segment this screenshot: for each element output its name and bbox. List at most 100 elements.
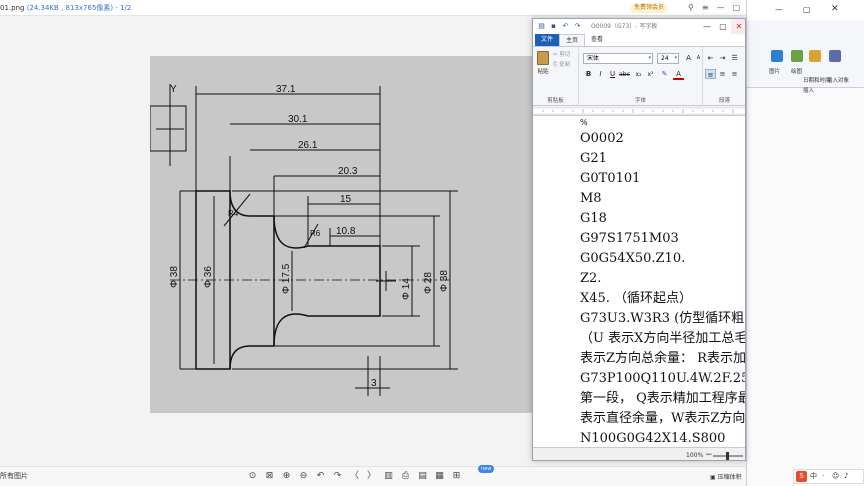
vip-button[interactable]: 免费领会员 xyxy=(630,3,669,13)
close-icon[interactable]: ✕ xyxy=(831,4,839,14)
tab-view[interactable]: 查看 xyxy=(591,36,604,43)
ime-language[interactable]: 中 xyxy=(810,472,817,480)
cut-button[interactable]: ✂ 剪切 xyxy=(553,52,571,58)
bullet-list-icon[interactable]: ☰ xyxy=(731,54,738,62)
ruler[interactable] xyxy=(533,106,745,116)
clipboard-group: 粘贴 ✂ 剪切 ⎘ 复制 剪贴板 xyxy=(533,47,579,106)
axis-y-label: Y xyxy=(170,84,177,95)
print-icon[interactable]: ⎙ xyxy=(401,471,410,481)
rotate-left-icon[interactable]: ↶ xyxy=(316,471,325,481)
ime-mic-icon[interactable]: ♪ xyxy=(844,472,849,480)
strikethrough-icon[interactable]: abc xyxy=(619,71,630,78)
font-name-value: 宋体 xyxy=(587,55,600,62)
rotate-right-icon[interactable]: ↷ xyxy=(333,471,342,481)
undo-icon[interactable]: ↶ xyxy=(562,22,569,30)
dim-30-1: 30.1 xyxy=(288,114,308,125)
minimize-icon[interactable]: — xyxy=(775,5,783,14)
picture-label: 图片 xyxy=(769,69,781,75)
diam-38-left: Φ 38 xyxy=(169,266,180,288)
tab-home[interactable]: 主页 xyxy=(559,34,586,46)
picture-icon[interactable] xyxy=(771,50,783,62)
cut-label: 剪切 xyxy=(559,52,571,58)
pin-icon[interactable]: ⚲ xyxy=(688,3,694,12)
decrease-indent-icon[interactable]: ⇤ xyxy=(707,54,714,62)
ruler-scale xyxy=(533,107,745,115)
paint-drawing-icon[interactable] xyxy=(791,50,803,62)
next-icon[interactable]: 〉 xyxy=(366,471,376,481)
underline-icon[interactable]: U xyxy=(609,70,616,78)
superscript-icon[interactable]: x² xyxy=(647,71,654,78)
zoom-out-icon[interactable]: ⊖ xyxy=(299,471,308,481)
save-icon[interactable]: ▪ xyxy=(551,22,556,30)
zoom-level: 100% xyxy=(686,452,704,459)
ime-toolbar[interactable]: S 中 · ☺ ♪ xyxy=(793,469,864,484)
dim-3: 3 xyxy=(371,378,377,389)
dim-26-1: 26.1 xyxy=(298,140,318,151)
maximize-icon[interactable]: ▢ xyxy=(732,3,741,12)
more-tools-icon[interactable]: ⊞ xyxy=(452,471,461,481)
font-color-icon[interactable]: A xyxy=(673,69,684,80)
insert-object-icon[interactable] xyxy=(829,50,841,62)
edit-icon[interactable]: ▤ xyxy=(418,471,427,481)
grow-font-icon[interactable]: A xyxy=(686,54,691,62)
viewer-tool-buttons: ⊙ ⊠ ⊕ ⊖ ↶ ↷ 〈 〉 ▥ ⎙ ▤ ▦ ⊞ xyxy=(246,469,463,483)
delete-icon[interactable]: ▥ xyxy=(384,471,393,481)
align-right-icon[interactable]: ≡ xyxy=(731,70,738,78)
document-line: O0002 xyxy=(580,131,624,146)
copy-label: 复制 xyxy=(559,62,571,68)
fit-screen-icon[interactable]: ⊠ xyxy=(265,471,274,481)
document-line: Z2. xyxy=(580,271,602,286)
cad-drawing: 37.1 30.1 26.1 20.3 15 10.8 3 Y R4 R6 Φ … xyxy=(150,84,458,396)
viewer-titlebar: 01.png (24.34KB , 813x765像素) - 1/2 免费领会员… xyxy=(0,0,864,16)
font-size-select[interactable]: 24 ▾ xyxy=(657,53,679,64)
paste-label: 粘贴 xyxy=(537,69,549,75)
paste-button[interactable]: 粘贴 xyxy=(535,51,551,83)
zoom-in-icon[interactable]: ⊕ xyxy=(282,471,291,481)
subscript-icon[interactable]: x₂ xyxy=(635,71,642,78)
maximize-icon[interactable]: ▢ xyxy=(719,22,727,31)
shrink-font-icon[interactable]: A xyxy=(696,55,701,61)
compress-icon: ▣ xyxy=(710,474,718,481)
crop-icon[interactable]: ▦ xyxy=(435,471,444,481)
ime-emoji-icon[interactable]: ☺ xyxy=(832,472,840,480)
rotate-view-icon[interactable]: ⊙ xyxy=(248,471,257,481)
compress-button[interactable]: ▣ 压缩体积 xyxy=(710,472,742,481)
font-name-select[interactable]: 宋体▾ xyxy=(583,53,653,64)
bold-icon[interactable]: B xyxy=(585,70,592,78)
close-icon[interactable]: ✕ xyxy=(731,19,745,34)
align-left-icon[interactable]: ≡ xyxy=(705,69,716,79)
file-name: 01.png xyxy=(0,4,25,12)
wordpad-app-icon[interactable]: ▤ xyxy=(538,22,545,30)
chevron-down-icon: ▾ xyxy=(674,55,677,61)
datetime-icon[interactable] xyxy=(809,50,821,62)
highlight-icon[interactable]: ✎ xyxy=(661,70,668,78)
ime-logo-icon: S xyxy=(796,471,807,482)
copy-button[interactable]: ⎘ 复制 xyxy=(553,62,571,68)
dim-15: 15 xyxy=(340,194,352,205)
minimize-icon[interactable]: — xyxy=(703,22,711,31)
minimize-icon[interactable]: — xyxy=(716,3,725,12)
menu-icon[interactable]: ≡ xyxy=(701,3,709,12)
zoom-slider-thumb[interactable] xyxy=(726,452,729,460)
background-titlebar: — ▢ ✕ xyxy=(747,0,864,20)
viewer-title: 01.png (24.34KB , 813x765像素) - 1/2 xyxy=(0,0,131,16)
zoom-slider[interactable] xyxy=(713,452,743,460)
italic-icon[interactable]: I xyxy=(599,70,602,78)
maximize-icon[interactable]: ▢ xyxy=(803,5,811,14)
previous-icon[interactable]: 〈 xyxy=(349,471,359,481)
font-size-value: 24 xyxy=(661,55,669,62)
zoom-out-button[interactable]: − xyxy=(705,450,713,460)
all-images-button[interactable]: 所有图片 xyxy=(0,472,28,480)
ime-punctuation-icon[interactable]: · xyxy=(822,472,825,480)
wordpad-titlebar: ▤ ▪ ↶ ↷ O0009（G73）- 写字板 — ▢ ✕ xyxy=(533,19,745,34)
increase-indent-icon[interactable]: ⇥ xyxy=(719,54,726,62)
document-line: X45. （循环起点） xyxy=(580,291,693,306)
insert-group-label: 插入 xyxy=(803,88,815,94)
redo-icon[interactable]: ↷ xyxy=(574,22,581,30)
align-center-icon[interactable]: ≡ xyxy=(719,70,726,78)
image-canvas[interactable]: 37.1 30.1 26.1 20.3 15 10.8 3 Y R4 R6 Φ … xyxy=(150,56,532,413)
font-group-label: 字体 xyxy=(634,98,646,104)
tab-file[interactable]: 文件 xyxy=(535,34,560,46)
document-line: 表示直径余量，W表示Z方向的余量） xyxy=(580,411,746,426)
